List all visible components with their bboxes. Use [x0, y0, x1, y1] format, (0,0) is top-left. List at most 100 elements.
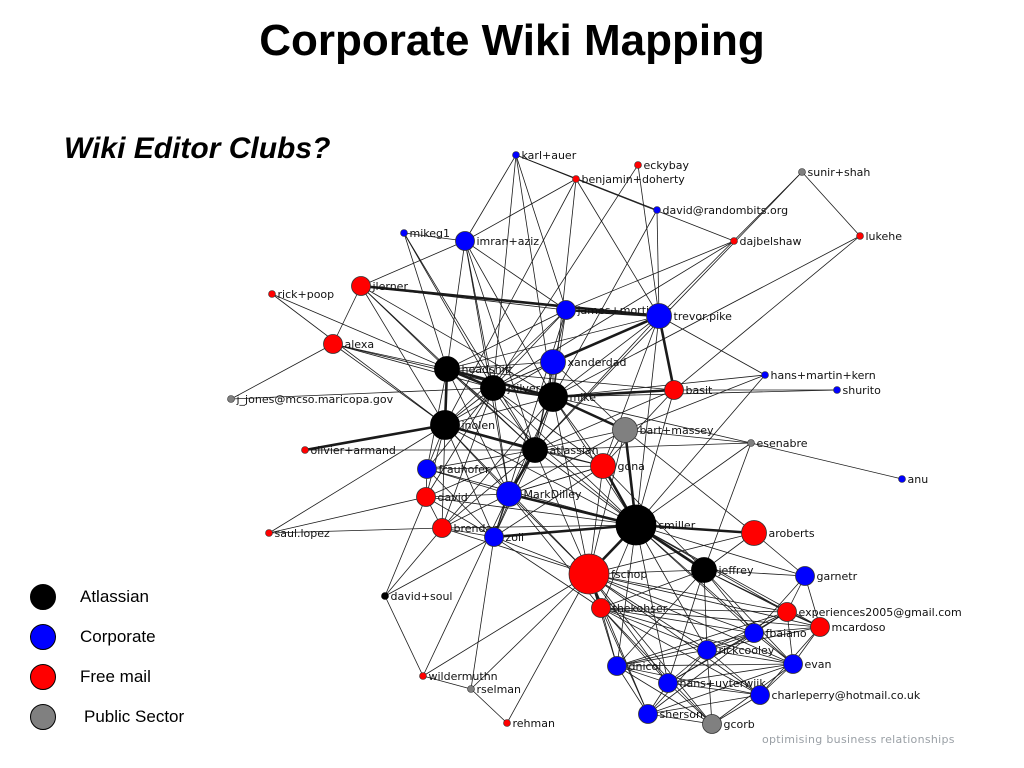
node-circle — [591, 598, 611, 618]
edge-fschop-charleperry@hotmail.co.uk — [588, 573, 761, 696]
edge-hans+martin+kern-cmiller — [635, 374, 766, 526]
edge-alexa-jnolen — [332, 343, 446, 426]
edge-jnolen-brendan — [441, 424, 446, 529]
edge-frauhofer-gona — [426, 465, 604, 470]
node-circle — [496, 481, 522, 507]
node-experiences2005@gmail.com: experiences2005@gmail.com — [777, 602, 962, 622]
edge-thekohser-evan — [600, 607, 794, 665]
node-circle — [268, 290, 276, 298]
node-label: david+soul — [391, 590, 453, 603]
node-trevor.pike: trevor.pike — [646, 303, 732, 329]
edge-bart+massey-fschop — [588, 429, 626, 575]
edge-thekohser-mcardoso — [600, 607, 821, 628]
node-label: charleperry@hotmail.co.uk — [772, 689, 921, 702]
edge-bart+massey-esenabre — [624, 429, 752, 444]
node-label: lukehe — [866, 230, 903, 243]
node-circle — [744, 623, 764, 643]
edge-MarkDilley-cmiller — [508, 492, 637, 527]
edge-MarkDilley-wildermuthn — [422, 493, 510, 677]
edge-bart+massey-atlassian — [534, 429, 626, 451]
node-xanderdad: xanderdad — [540, 349, 627, 375]
edge-esenabre-cmiller — [635, 442, 752, 526]
node-label: zoli — [506, 531, 525, 544]
node-cmiller: cmiller — [615, 504, 696, 546]
node-label: alexa — [345, 338, 375, 351]
node-label: thekohser — [613, 602, 668, 615]
node-circle — [590, 453, 616, 479]
node-label: dnicol — [629, 660, 662, 673]
edge-jeffrey-hans+uyterwijk — [667, 569, 705, 684]
node-circle — [416, 487, 436, 507]
edge-rickcooley-evan — [706, 649, 794, 665]
node-label: shurito — [843, 384, 882, 397]
edge-david-MarkDilley — [425, 493, 510, 498]
node-circle — [783, 654, 803, 674]
node-imran+aziz: imran+aziz — [455, 231, 539, 251]
node-rehman: rehman — [503, 717, 555, 730]
edge-mikeg1-atlassian — [403, 232, 536, 451]
node-rick+poop: rick+poop — [268, 288, 335, 301]
edge-jeffrey-fbaiano — [703, 569, 755, 634]
node-circle — [615, 504, 657, 546]
edge-jsilvers-gona — [492, 387, 604, 467]
node-label: fschop — [611, 568, 647, 581]
node-fbaiano: fbaiano — [744, 623, 807, 643]
node-circle — [747, 439, 755, 447]
node-circle — [419, 672, 427, 680]
node-wildermuthn: wildermuthn — [419, 670, 498, 683]
node-circle — [484, 527, 504, 547]
node-circle — [741, 520, 767, 546]
edge-hans+uyterwijk-charleperry@hotmail.co.uk — [667, 682, 761, 696]
node-label: bart+massey — [640, 424, 714, 437]
node-lukehe: lukehe — [856, 230, 903, 243]
node-jsilvers: jsilvers — [480, 375, 546, 401]
legend-label-freemail: Free mail — [80, 667, 151, 686]
edge-rickcooley-dnicol — [616, 649, 708, 667]
edge-cmiller-garnetr — [635, 524, 806, 577]
edge-hans+martin+kern-mike — [552, 374, 766, 398]
edge-james+mortimer-trevor.pike — [565, 308, 660, 318]
legend-swatch-public — [30, 704, 56, 730]
edge-eckybay-trevor.pike — [637, 164, 660, 317]
edge-imran+aziz-jlerner — [360, 240, 466, 287]
node-label: rick+poop — [278, 288, 335, 301]
edge-jlerner-mike — [360, 285, 554, 398]
node-label: jeffrey — [718, 564, 754, 577]
edge-dnicol-gcorb — [616, 665, 713, 725]
node-rickcooley: rickcooley — [697, 640, 775, 660]
edge-imran+aziz-MarkDilley — [464, 240, 510, 495]
edge-trevor.pike-headshift — [446, 315, 660, 370]
edge-david-cmiller — [425, 496, 637, 526]
edge-mike-shurito — [552, 389, 838, 398]
edge-cmiller-brendan — [441, 524, 637, 529]
edge-hans+martin+kern-bart+massey — [624, 374, 766, 431]
node-label: eckybay — [644, 159, 690, 172]
node-circle — [664, 380, 684, 400]
node-thekohser: thekohser — [591, 598, 668, 618]
edge-basit-gona — [602, 389, 675, 467]
node-mikeg1: mikeg1 — [400, 227, 450, 240]
edge-bart+massey-aroberts — [624, 429, 755, 534]
node-saul.lopez: saul.lopez — [265, 527, 330, 540]
edge-sunir+shah-lukehe — [801, 171, 861, 237]
node-MarkDilley: MarkDilley — [496, 481, 582, 507]
node-circle — [556, 300, 576, 320]
edge-james+mortimer-jsilvers — [492, 309, 567, 389]
edge-thekohser-dnicol — [600, 607, 618, 667]
edge-jnolen-saul.lopez — [268, 424, 446, 534]
node-dnicol: dnicol — [607, 656, 662, 676]
edge-experiences2005@gmail.com-dnicol — [616, 611, 788, 667]
legend-label-corporate: Corporate — [80, 627, 156, 646]
edge-dnicol-charleperry@hotmail.co.uk — [616, 665, 761, 696]
node-label: david — [438, 491, 468, 504]
node-label: dajbelshaw — [740, 235, 802, 248]
node-circle — [434, 356, 460, 382]
node-david@randombits.org: david@randombits.org — [653, 204, 788, 217]
node-circle — [856, 232, 864, 240]
node-circle — [400, 229, 408, 237]
edge-karl+auer-jsilvers — [492, 154, 517, 389]
edge-trevor.pike-gona — [602, 315, 660, 467]
edge-rickcooley-charleperry@hotmail.co.uk — [706, 649, 761, 696]
edge-lukehe-basit — [673, 235, 861, 391]
node-circle — [351, 276, 371, 296]
